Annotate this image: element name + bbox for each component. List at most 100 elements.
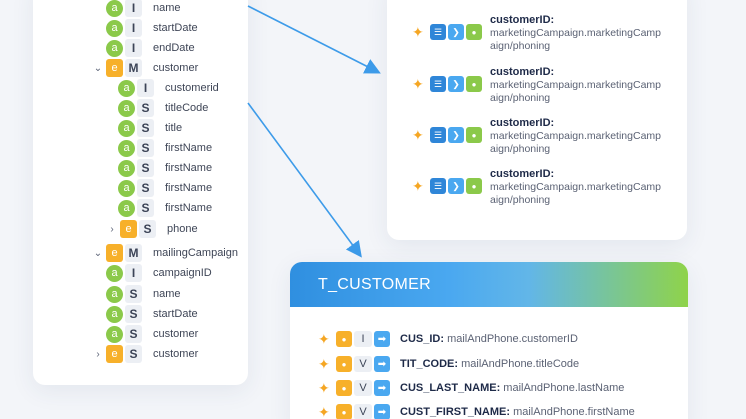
attribute-badge-icon: a: [118, 99, 135, 117]
attribute-badge-icon: a: [106, 285, 123, 303]
tree-node-label: titleCode: [165, 102, 209, 114]
mapping-row[interactable]: ✦☰❯●customerID:marketingCampaign.marketi…: [412, 168, 662, 207]
mapping-row[interactable]: ✦☰❯●customerID:marketingCampaign.marketi…: [412, 66, 662, 105]
table-column-row[interactable]: ✦●I➡CUS_ID: mailAndPhone.customerID: [318, 330, 578, 348]
tree-node-label: customer: [153, 62, 199, 74]
column-type-badge: I: [354, 331, 372, 347]
table-column-row[interactable]: ✦●V➡TIT_CODE: mailAndPhone.titleCode: [318, 355, 579, 373]
next-icon[interactable]: ❯: [448, 178, 464, 194]
attribute-badge-icon: a: [118, 139, 135, 157]
arrow-right-icon[interactable]: ➡: [374, 331, 390, 347]
sparkle-icon: ✦: [412, 76, 424, 92]
mapping-key: customerID:: [490, 66, 555, 78]
tree-node-label: startDate: [153, 308, 198, 320]
mapping-row[interactable]: ✦ ☰❯● customerID:marketingCampaign.marketi…: [412, 14, 662, 53]
lightbulb-icon[interactable]: ●: [336, 356, 352, 372]
list-icon[interactable]: ☰: [430, 76, 446, 92]
attribute-badge-icon: a: [106, 325, 123, 343]
type-badge: S: [125, 285, 142, 303]
tree-node-label: endDate: [153, 42, 195, 54]
chevron-down-icon[interactable]: ⌄: [93, 62, 103, 74]
element-badge-icon: e: [120, 220, 137, 238]
type-badge: S: [125, 345, 142, 363]
tree-node-label: firstName: [165, 202, 213, 214]
tree-node-label: startDate: [153, 22, 198, 34]
attribute-badge-icon: a: [118, 119, 135, 137]
arrow-right-icon[interactable]: ➡: [374, 380, 390, 396]
list-icon[interactable]: ☰: [430, 24, 446, 40]
lightbulb-icon[interactable]: ●: [336, 331, 352, 347]
mapping-text: customerID:marketingCampaign.marketingCa…: [490, 14, 662, 53]
column-name: CUS_ID:: [400, 333, 445, 345]
lightbulb-icon[interactable]: ●: [336, 404, 352, 419]
tree-node-label: title: [165, 122, 183, 134]
wrench-icon[interactable]: ●: [466, 76, 482, 92]
wrench-icon[interactable]: ●: [466, 24, 482, 40]
mapping-value: marketingCampaign.marketingCampaign/phon…: [490, 181, 661, 206]
list-icon[interactable]: ☰: [430, 127, 446, 143]
type-badge: I: [125, 19, 142, 37]
tree-node-label: firstName: [165, 162, 213, 174]
tree-node-label: campaignID: [153, 267, 212, 279]
arrow-to-mapping: [247, 5, 381, 74]
type-badge: S: [139, 220, 156, 238]
wrench-icon[interactable]: ●: [466, 127, 482, 143]
column-type-badge: V: [354, 356, 372, 372]
sparkle-icon: ✦: [412, 24, 424, 40]
arrow-right-icon[interactable]: ➡: [374, 356, 390, 372]
type-badge: M: [125, 244, 142, 262]
element-badge-icon: e: [106, 59, 123, 77]
wrench-icon[interactable]: ●: [466, 178, 482, 194]
mapping-value: marketingCampaign.marketingCampaign/phon…: [490, 130, 661, 155]
mapping-row[interactable]: ✦☰❯●customerID:marketingCampaign.marketi…: [412, 117, 662, 156]
tree-node-label: name: [153, 2, 181, 14]
sparkle-icon: ✦: [412, 127, 424, 143]
chevron-down-icon[interactable]: ⌄: [93, 247, 103, 259]
type-badge: S: [125, 325, 142, 343]
attribute-badge-icon: a: [106, 19, 123, 37]
sparkle-icon: ✦: [318, 330, 330, 347]
arrow-right-icon[interactable]: ➡: [374, 404, 390, 419]
chevron-right-icon[interactable]: ›: [96, 348, 100, 360]
column-source: mailAndPhone.titleCode: [461, 358, 580, 370]
attribute-badge-icon: a: [118, 79, 135, 97]
attribute-badge-icon: a: [118, 159, 135, 177]
type-badge: M: [125, 59, 142, 77]
next-icon[interactable]: ❯: [448, 76, 464, 92]
type-badge: I: [125, 39, 142, 57]
next-icon[interactable]: ❯: [448, 127, 464, 143]
mapping-text: customerID:marketingCampaign.marketingCa…: [490, 168, 662, 207]
type-badge: S: [137, 119, 154, 137]
next-icon[interactable]: ❯: [448, 24, 464, 40]
table-column-row[interactable]: ✦●V➡CUS_LAST_NAME: mailAndPhone.lastName: [318, 379, 624, 397]
lightbulb-icon[interactable]: ●: [336, 380, 352, 396]
tree-node-label: name: [153, 288, 181, 300]
type-badge: S: [137, 99, 154, 117]
list-icon[interactable]: ☰: [430, 178, 446, 194]
column-source: mailAndPhone.firstName: [513, 406, 635, 418]
type-badge: I: [125, 264, 142, 282]
attribute-badge-icon: a: [118, 199, 135, 217]
table-column-row[interactable]: ✦●V➡CUST_FIRST_NAME: mailAndPhone.firstN…: [318, 403, 635, 419]
tree-node-label: customer: [153, 348, 199, 360]
chevron-right-icon[interactable]: ›: [110, 223, 114, 235]
tree-node-label: customer: [153, 328, 199, 340]
